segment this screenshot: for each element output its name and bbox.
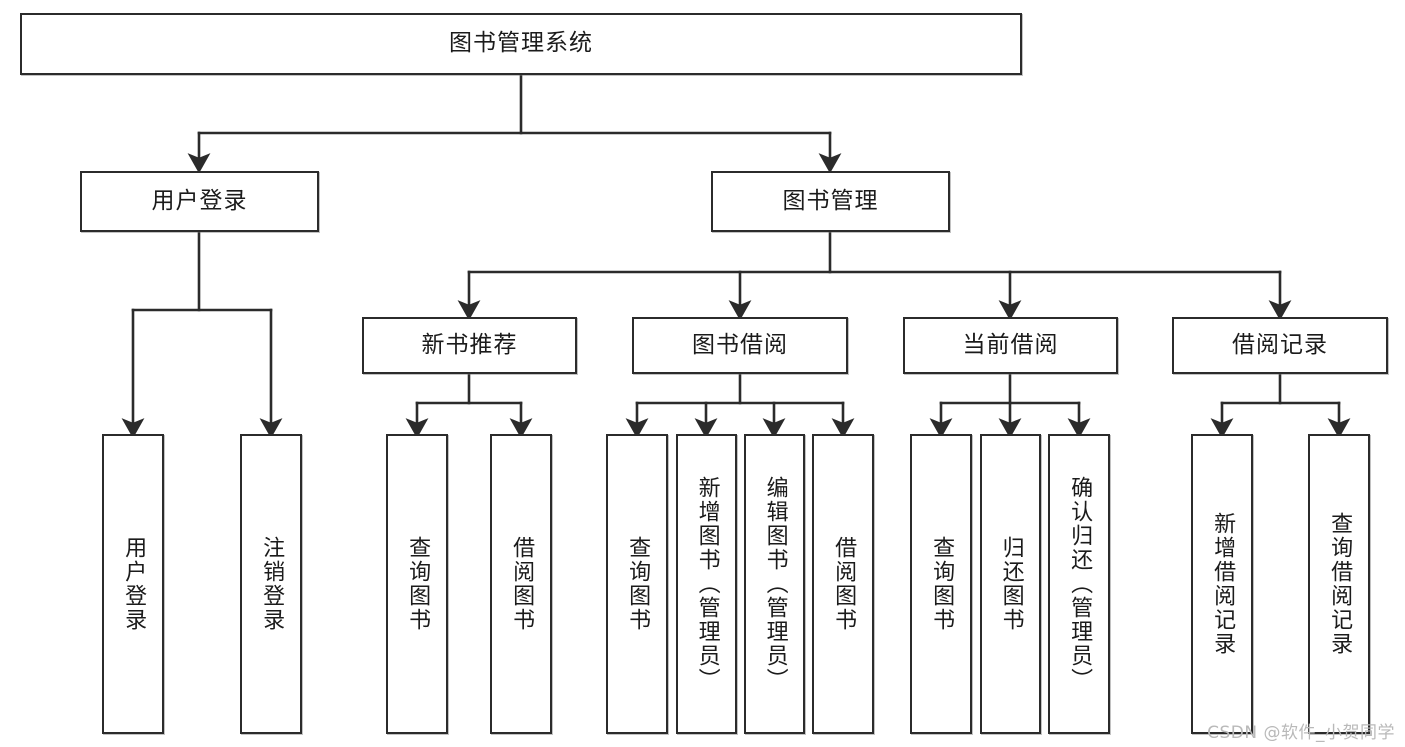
node-label: 新增借阅记录 bbox=[1210, 512, 1236, 656]
leaf-records-query-record[interactable]: 查询借阅记录 bbox=[1308, 434, 1370, 734]
node-label: 查询图书 bbox=[929, 536, 955, 632]
node-new-book-recommend[interactable]: 新书推荐 bbox=[362, 317, 577, 374]
node-root-system[interactable]: 图书管理系统 bbox=[20, 13, 1022, 75]
leaf-borrow-borrow-book[interactable]: 借阅图书 bbox=[812, 434, 874, 734]
leaf-newbook-borrow-book[interactable]: 借阅图书 bbox=[490, 434, 552, 734]
node-label: 图书借阅 bbox=[692, 331, 788, 358]
leaf-logout[interactable]: 注销登录 bbox=[240, 434, 302, 734]
node-label: 图书管理 bbox=[782, 187, 879, 214]
node-label: 新书推荐 bbox=[421, 331, 518, 358]
node-label: 图书管理系统 bbox=[449, 30, 593, 57]
node-book-borrow[interactable]: 图书借阅 bbox=[632, 317, 848, 374]
node-label: 借阅图书 bbox=[509, 536, 535, 632]
node-label: 当前借阅 bbox=[962, 331, 1059, 358]
node-label: 查询借阅记录 bbox=[1327, 512, 1353, 656]
csdn-watermark: CSDN @软件_小贺同学 bbox=[1207, 723, 1395, 743]
leaf-current-confirm-return-admin[interactable]: 确认归还（管理员） bbox=[1048, 434, 1110, 734]
node-label: 注销登录 bbox=[259, 536, 285, 632]
node-borrow-records[interactable]: 借阅记录 bbox=[1172, 317, 1388, 374]
leaf-current-query-book[interactable]: 查询图书 bbox=[910, 434, 972, 734]
leaf-borrow-edit-book-admin[interactable]: 编辑图书（管理员） bbox=[744, 434, 805, 734]
node-label: 查询图书 bbox=[625, 536, 651, 632]
node-user-login[interactable]: 用户登录 bbox=[80, 171, 319, 232]
leaf-borrow-add-book-admin[interactable]: 新增图书（管理员） bbox=[676, 434, 737, 734]
node-label: 借阅记录 bbox=[1232, 331, 1328, 358]
node-label: 借阅图书 bbox=[831, 536, 857, 632]
node-label: 新增图书（管理员） bbox=[694, 476, 720, 692]
node-label: 确认归还（管理员） bbox=[1067, 476, 1093, 692]
leaf-current-return-book[interactable]: 归还图书 bbox=[980, 434, 1041, 734]
leaf-records-add-record[interactable]: 新增借阅记录 bbox=[1191, 434, 1253, 734]
leaf-user-login[interactable]: 用户登录 bbox=[102, 434, 164, 734]
leaf-borrow-query-book[interactable]: 查询图书 bbox=[606, 434, 668, 734]
leaf-newbook-query-book[interactable]: 查询图书 bbox=[386, 434, 448, 734]
node-label: 查询图书 bbox=[405, 536, 431, 632]
node-label: 用户登录 bbox=[121, 536, 147, 632]
node-label: 用户登录 bbox=[151, 187, 248, 214]
node-label: 归还图书 bbox=[998, 536, 1024, 632]
node-label: 编辑图书（管理员） bbox=[762, 476, 788, 692]
node-book-management[interactable]: 图书管理 bbox=[711, 171, 950, 232]
node-current-borrow[interactable]: 当前借阅 bbox=[903, 317, 1118, 374]
